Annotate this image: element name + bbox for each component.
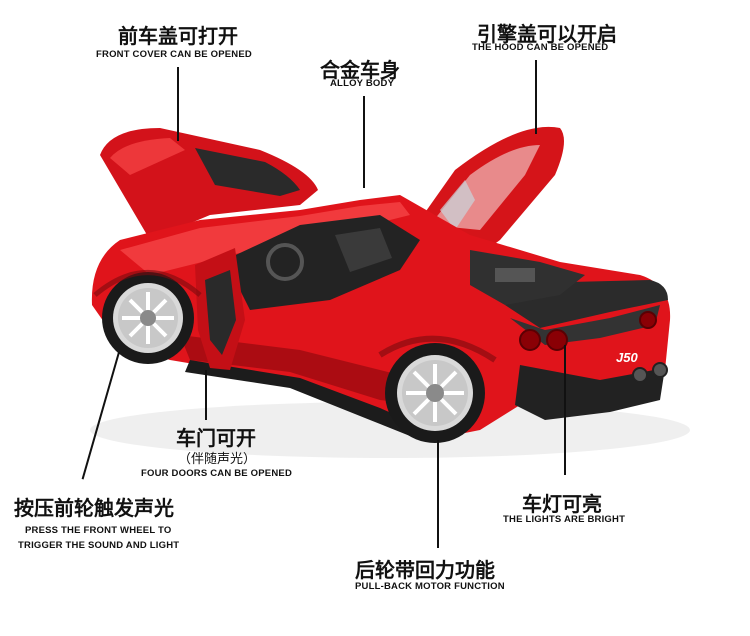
alloy-body-pointer <box>363 96 365 188</box>
alloy-body-label-en: ALLOY BODY <box>330 78 395 89</box>
doors-label-sub-cn: （伴随声光） <box>178 452 257 467</box>
front-wheel-label-cn: 按压前轮触发声光 <box>14 496 174 520</box>
pullback-label-cn: 后轮带回力功能 <box>355 558 495 582</box>
front-wheel-label-en-1: PRESS THE FRONT WHEEL TO <box>25 525 172 536</box>
doors-label-en: FOUR DOORS CAN BE OPENED <box>141 468 293 479</box>
car-badge: J50 <box>616 350 638 365</box>
hood-label-en: THE HOOD CAN BE OPENED <box>472 42 609 53</box>
pullback-pointer <box>437 440 439 548</box>
lights-label-en: THE LIGHTS ARE BRIGHT <box>503 514 626 525</box>
doors-pointer <box>205 370 207 420</box>
lights-label-cn: 车灯可亮 <box>522 492 602 516</box>
alloy-body-label-cn: 合金车身 <box>320 58 400 82</box>
front-cover-label-cn: 前车盖可打开 <box>118 24 238 48</box>
doors-label-cn: 车门可开 <box>176 426 256 450</box>
lights-pointer <box>564 345 566 475</box>
hood-pointer <box>535 60 537 134</box>
front-cover-label-en: FRONT COVER CAN BE OPENED <box>96 49 252 60</box>
front-wheel-label-en-2: TRIGGER THE SOUND AND LIGHT <box>18 540 180 551</box>
front-cover-pointer <box>177 67 179 141</box>
pullback-label-en: PULL-BACK MOTOR FUNCTION <box>355 581 505 592</box>
hood-label-cn: 引擎盖可以开启 <box>477 22 617 46</box>
